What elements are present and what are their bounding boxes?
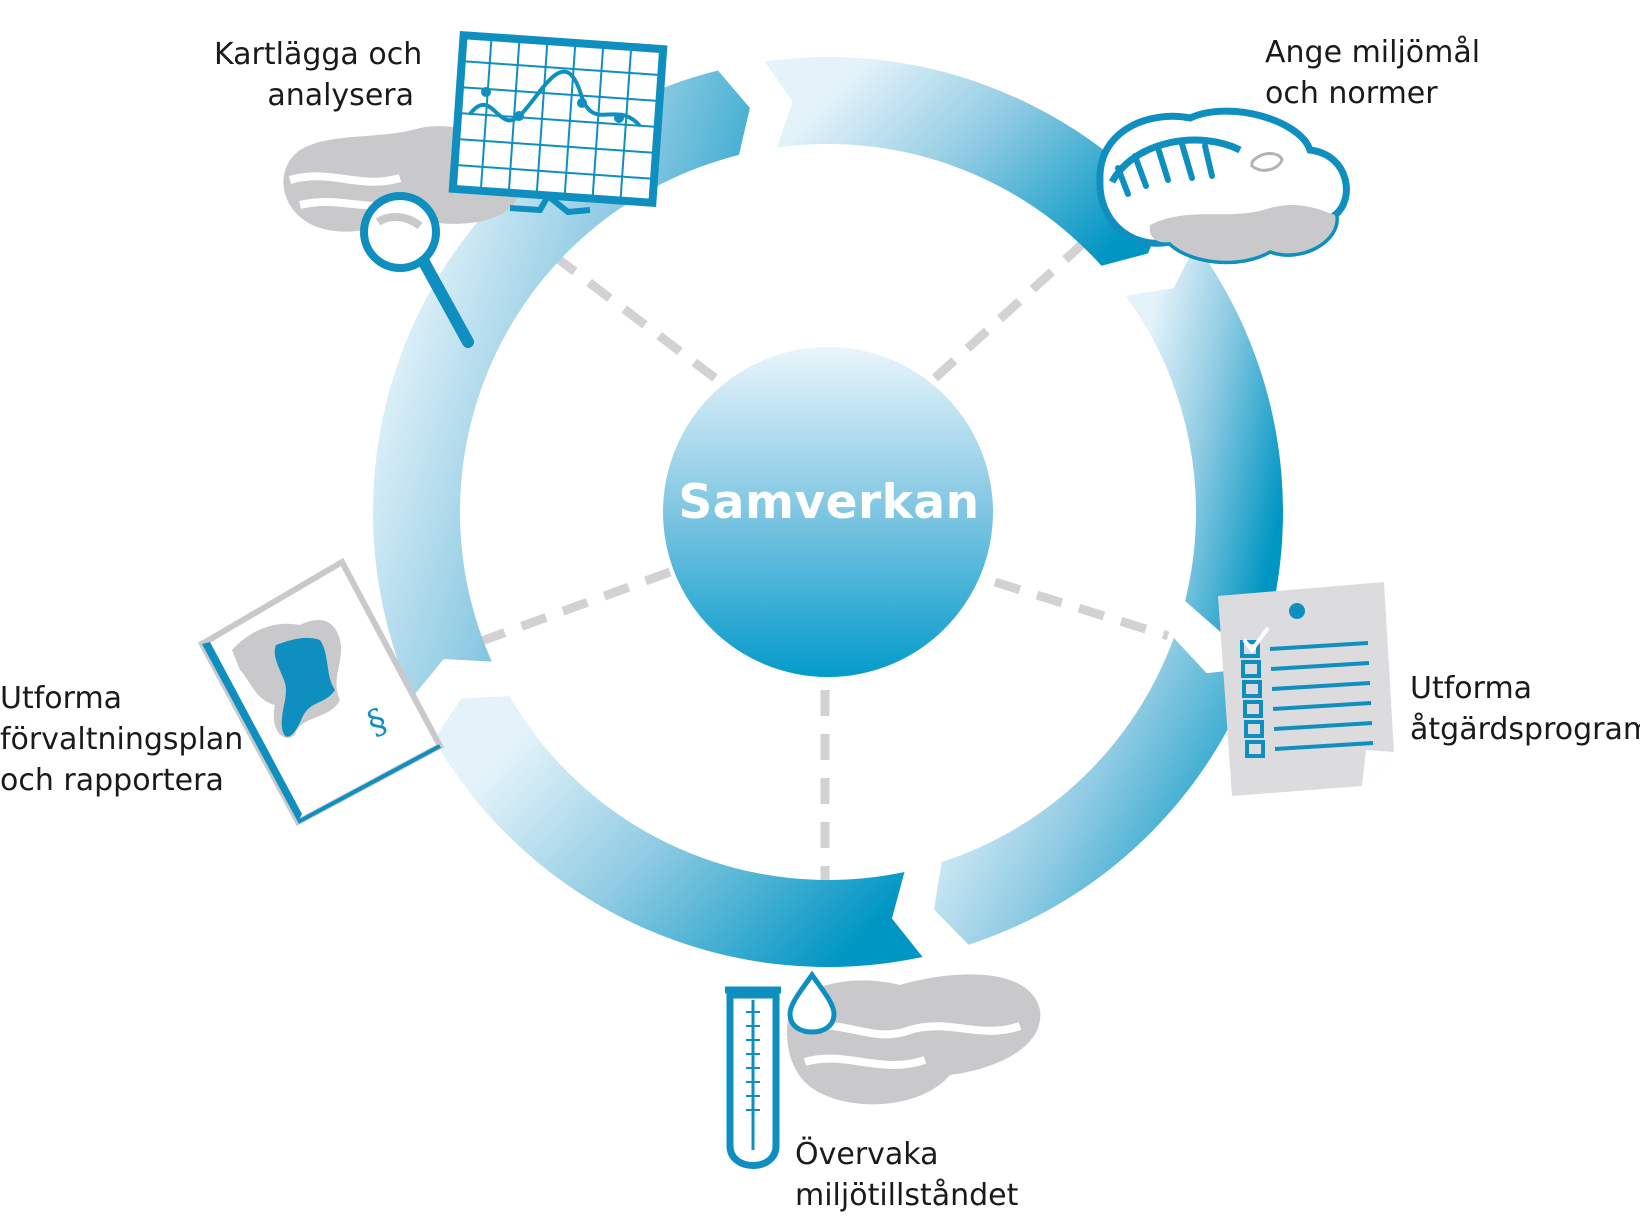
stage-label-line: miljötillståndet (795, 1178, 1019, 1213)
spoke-utforma-atgard (993, 577, 1170, 641)
stage-label-line: analysera (267, 78, 414, 113)
checklist-document-icon (1218, 582, 1394, 796)
stage-label-line: förvaltningsplan (0, 722, 244, 757)
stage-label-line: Ange miljömål (1265, 35, 1481, 70)
ring-segment-4 (433, 696, 923, 967)
magnifier-icon (360, 192, 474, 348)
spoke-ange (931, 224, 1104, 382)
test-tube-icon (725, 970, 1041, 1169)
map-paragraph-icon: § (197, 557, 445, 827)
stage-label-line: åtgärdsprogram (1410, 712, 1640, 747)
stage-label-line: Utforma (1410, 671, 1533, 706)
stage-label-line: och normer (1265, 76, 1438, 111)
stage-label-line: Utforma (0, 681, 123, 716)
fish-shellfish-icon (1096, 107, 1350, 265)
stage-label-overvaka: Övervaka miljötillståndet (795, 1134, 1018, 1216)
stage-label-kartlagga: Kartlägga och analysera (214, 34, 423, 116)
stage-label-line: och rapportera (0, 763, 224, 798)
water-drop-icon (787, 970, 837, 1035)
spokes (428, 224, 1170, 910)
stage-label-ange: Ange miljömål och normer (1265, 32, 1480, 114)
center-title: Samverkan (678, 475, 980, 530)
stage-label-utforma-forv: Utforma förvaltningsplan och rapportera (0, 678, 243, 801)
center-circle (663, 347, 993, 677)
stage-label-line: Övervaka (795, 1137, 939, 1172)
ring-segment-3 (934, 637, 1256, 945)
ring-segment-2 (1125, 244, 1284, 633)
ring-segment-1 (764, 57, 1167, 266)
stage-label-utforma-atgard: Utforma åtgärdsprogram (1410, 668, 1640, 750)
stage-label-line: Kartlägga och (214, 37, 423, 72)
